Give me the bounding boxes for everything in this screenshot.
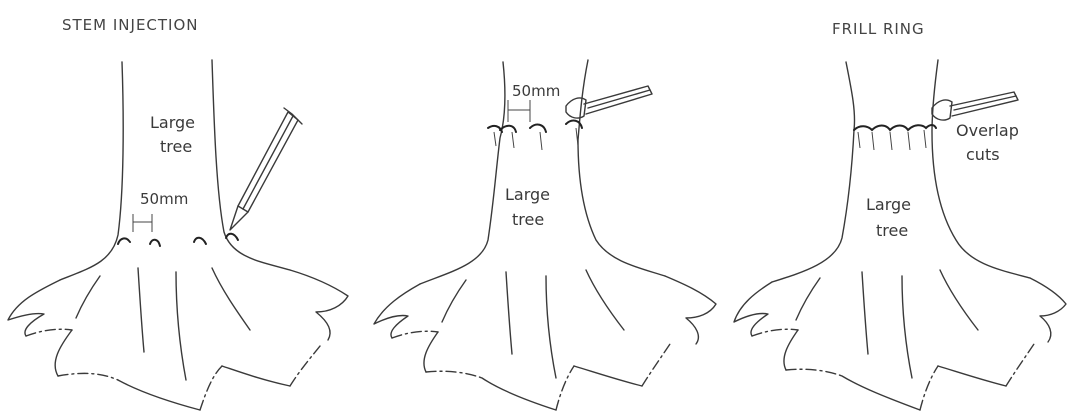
injection-holes [118, 234, 238, 246]
trunk-outline-left [772, 62, 855, 282]
frill-ring-cuts [854, 125, 936, 150]
injector-tool [230, 108, 302, 230]
overlap-note-line2: cuts [966, 145, 1000, 164]
trunk-outline-right [212, 60, 290, 270]
tree-label-line1: Large [150, 113, 195, 132]
tree-label-line2: tree [160, 137, 192, 156]
tree-label-line1: Large [505, 185, 550, 204]
root-system [734, 270, 1066, 410]
tree-label-line2: tree [512, 210, 544, 229]
dimension-label: 50mm [512, 82, 560, 100]
overlap-note-line1: Overlap [956, 121, 1019, 140]
panel-title-stem-injection: STEM INJECTION [62, 16, 199, 34]
tree-label-line1: Large [866, 195, 911, 214]
dimension-label: 50mm [140, 190, 188, 208]
panel-frill-cuts: 50mm Large tree [374, 60, 716, 410]
panel-stem-injection: STEM INJECTION Large [8, 16, 348, 410]
trunk-outline-left [60, 62, 123, 280]
trunk-outline-left [420, 62, 505, 284]
panel-frill-ring: FRILL RING [734, 20, 1066, 410]
root-system [8, 268, 348, 410]
trunk-outline-right [932, 60, 1030, 278]
root-system [374, 270, 716, 410]
axe-tool [932, 92, 1018, 120]
tree-label-line2: tree [876, 221, 908, 240]
axe-tool [566, 86, 652, 118]
panel-title-frill-ring: FRILL RING [832, 20, 925, 38]
